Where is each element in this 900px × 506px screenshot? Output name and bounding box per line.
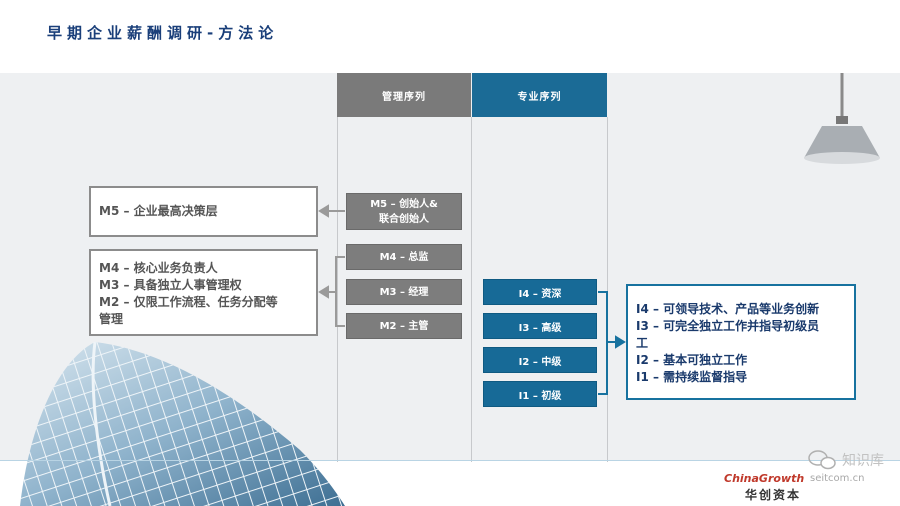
watermark-name: 知识库 [842, 450, 884, 470]
logo-cn: 华创资本 [745, 486, 801, 503]
logo-text: ChinaGrowth [724, 472, 804, 485]
logo-suffix: seitcom.cn [810, 473, 864, 484]
